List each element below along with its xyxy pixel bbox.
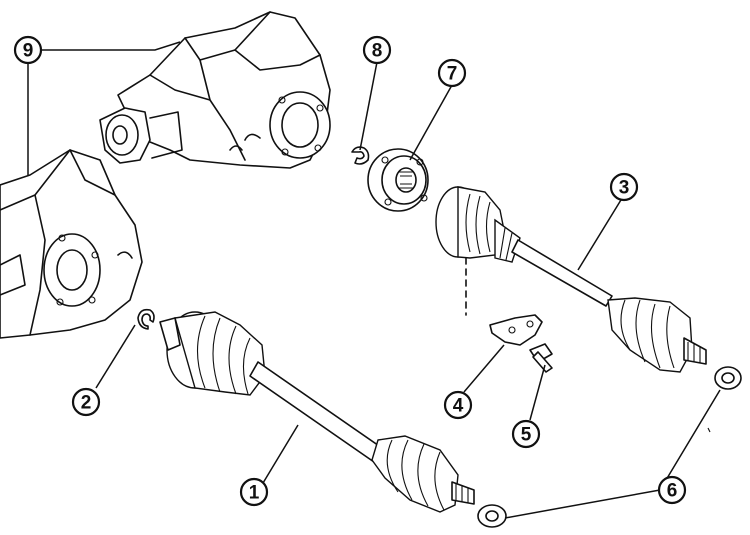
callout-2: 2 — [71, 387, 101, 417]
callout-7: 7 — [437, 58, 467, 88]
svg-text:1: 1 — [249, 483, 260, 504]
svg-text:5: 5 — [521, 425, 532, 446]
lower-differential-housing — [0, 149, 143, 339]
hex-bolt — [529, 343, 553, 373]
left-drive-shaft — [159, 311, 475, 513]
svg-text:2: 2 — [81, 393, 92, 414]
svg-text:6: 6 — [667, 481, 678, 502]
callout-6: 6 — [657, 475, 687, 505]
callout-1: 1 — [239, 477, 269, 507]
callout-8: 8 — [362, 35, 392, 65]
callout-3: 3 — [609, 172, 639, 202]
callout-5: 5 — [511, 419, 541, 449]
svg-text:3: 3 — [619, 178, 630, 199]
lower-circlip — [137, 308, 155, 330]
flex-disc-flange — [367, 148, 429, 212]
upper-differential-housing — [99, 11, 331, 169]
collar-nut-left — [477, 504, 507, 528]
collar-nut-right — [714, 366, 742, 390]
svg-text:9: 9 — [23, 41, 34, 62]
callout-9: 9 — [13, 35, 43, 65]
right-drive-shaft — [435, 186, 707, 373]
lock-plate — [489, 314, 543, 346]
upper-circlip — [351, 146, 370, 165]
svg-text:4: 4 — [453, 396, 464, 417]
callout-4: 4 — [443, 390, 473, 420]
svg-text:7: 7 — [447, 64, 458, 85]
svg-text:8: 8 — [372, 41, 383, 62]
leader-lines — [27, 41, 721, 519]
